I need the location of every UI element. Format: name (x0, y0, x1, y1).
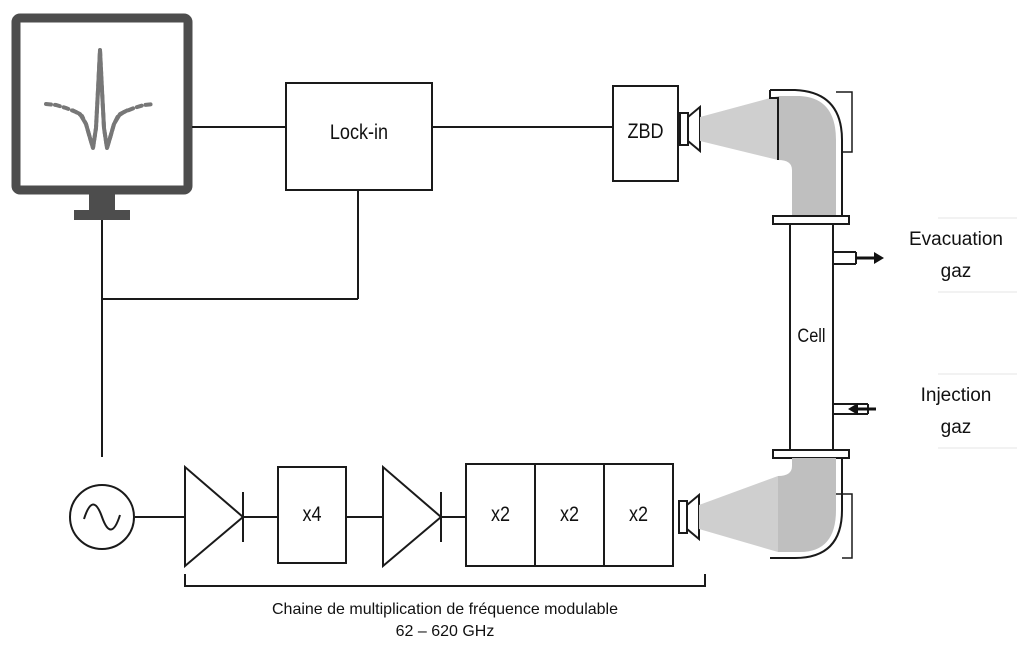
waveguide-cell (769, 89, 869, 559)
lockin-label: Lock-in (329, 121, 389, 144)
wires (101, 126, 613, 518)
x4-label: x4 (302, 503, 322, 526)
x4-box (277, 466, 347, 564)
x2-box-3 (603, 463, 674, 567)
arrow-icon (856, 252, 884, 264)
x2-label-2: x2 (559, 503, 580, 526)
injection-label-line1: Injection (920, 385, 992, 406)
sine-source-icon (69, 484, 135, 550)
zbd-label: ZBD (627, 120, 664, 143)
evacuation-label: Evacuation gaz (893, 224, 1019, 288)
zbd-box (612, 85, 679, 182)
lockin-box (285, 82, 433, 191)
caption-line2: 62 – 620 GHz (395, 623, 495, 640)
arrow-icon (848, 403, 876, 415)
injection-label: Injection gaz (893, 380, 1019, 444)
amplifier-icon (184, 464, 245, 569)
injection-label-line2: gaz (940, 417, 972, 438)
evacuation-label-line2: gaz (940, 261, 972, 282)
caption: Chaine de multiplication de fréquence mo… (145, 599, 745, 643)
beam-bottom (699, 476, 778, 552)
horn-antenna-icon (678, 492, 700, 542)
evacuation-label-line1: Evacuation (908, 229, 1003, 250)
x2-label-1: x2 (490, 503, 511, 526)
cell-label: Cell (797, 326, 826, 347)
bracket (184, 574, 706, 587)
beam-top (700, 96, 778, 160)
caption-line1: Chaine de multiplication de fréquence mo… (272, 601, 618, 618)
horn-antenna-icon (679, 104, 701, 154)
monitor-icon (11, 13, 193, 220)
x2-label-3: x2 (628, 503, 649, 526)
amplifier-icon (382, 464, 443, 569)
